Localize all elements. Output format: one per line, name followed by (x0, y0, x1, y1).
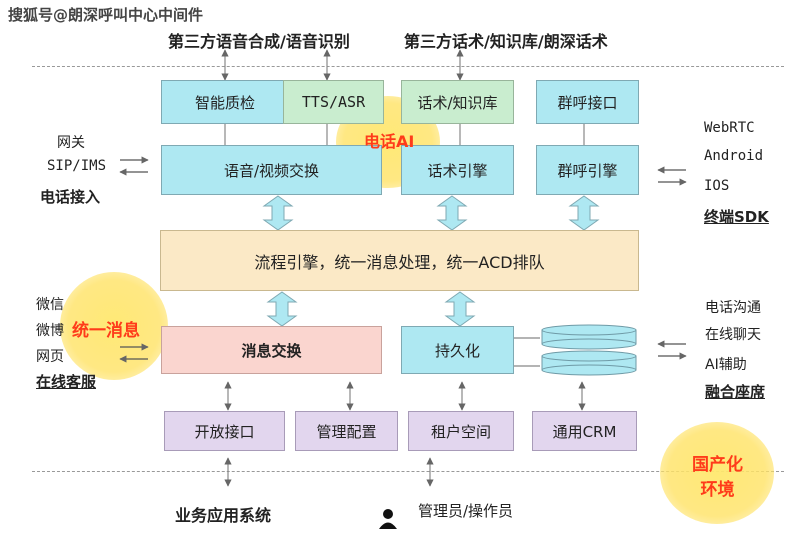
online-service-label: 在线客服 (36, 373, 97, 391)
group-call-engine-box: 群呼引擎 (536, 145, 639, 195)
message-exchange-box: 消息交换 (161, 326, 382, 374)
ios-label: IOS (704, 178, 730, 194)
fusion-seat-label: 融合座席 (705, 383, 766, 401)
web-label: 网页 (36, 349, 64, 365)
admin-operator-label: 管理员/操作员 (418, 502, 514, 520)
domestic-highlight-blob (660, 422, 774, 524)
persistence-box: 持久化 (401, 326, 514, 374)
flow-engine-box: 流程引擎，统一消息处理，统一ACD排队 (160, 230, 639, 291)
msg-highlight-blob (60, 272, 168, 380)
domestic-env-line1: 国产化 (692, 455, 743, 475)
weibo-label: 微博 (36, 323, 64, 339)
tts-asr-box: TTS/ASR (283, 80, 384, 124)
webrtc-label: WebRTC (704, 120, 755, 136)
gateway-label: 网关 (57, 135, 85, 151)
wechat-label: 微信 (36, 297, 64, 313)
android-label: Android (704, 148, 764, 164)
watermark: 搜狐号@朗深呼叫中心中间件 (8, 6, 204, 24)
online-chat-label: 在线聊天 (705, 327, 761, 343)
business-system-label: 业务应用系统 (175, 506, 272, 525)
mgmt-config-box: 管理配置 (295, 411, 398, 451)
phone-access-label: 电话接入 (40, 188, 101, 206)
smart-quality-box: 智能质检 (161, 80, 289, 124)
top-divider (32, 66, 784, 67)
domestic-env-label: 国产化 环境 (692, 450, 743, 500)
knowledge-base-box: 话术/知识库 (401, 80, 514, 124)
domestic-env-line2: 环境 (700, 480, 735, 500)
phone-comm-label: 电话沟通 (705, 300, 761, 316)
bottom-divider (32, 471, 784, 472)
open-api-box: 开放接口 (164, 411, 285, 451)
voice-video-exchange-box: 语音/视频交换 (161, 145, 382, 195)
tenant-space-box: 租户空间 (408, 411, 514, 451)
sip-ims-label: SIP/IMS (47, 158, 107, 174)
generic-crm-box: 通用CRM (532, 411, 637, 451)
terminal-sdk-label: 终端SDK (704, 208, 769, 226)
ai-assist-label: AI辅助 (705, 357, 747, 373)
group-call-api-box: 群呼接口 (536, 80, 639, 124)
unified-message-label: 统一消息 (72, 321, 140, 341)
top-right-label: 第三方话术/知识库/朗深话术 (404, 32, 608, 51)
phone-ai-label: 电话AI (364, 132, 415, 151)
user-icon (379, 509, 397, 529)
top-left-label: 第三方语音合成/语音识别 (168, 32, 350, 51)
script-engine-box: 话术引擎 (401, 145, 514, 195)
